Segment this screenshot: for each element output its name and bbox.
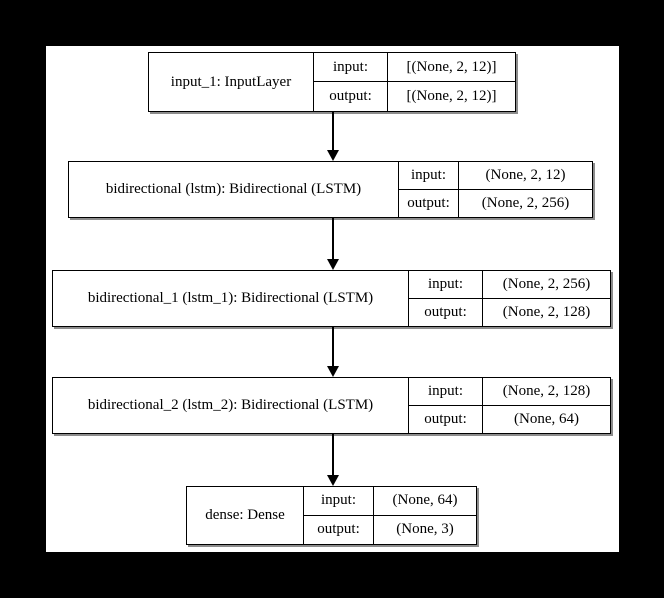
node-bidirectional-2-input-shape: (None, 2, 128) xyxy=(502,382,591,399)
node-bidirectional-1-input-row: input: (None, 2, 256) xyxy=(409,271,610,299)
node-input-1[interactable]: input_1: InputLayer input: [(None, 2, 12… xyxy=(148,52,516,112)
node-dense-input-key: input: xyxy=(304,487,374,515)
node-bidirectional-2[interactable]: bidirectional_2 (lstm_2): Bidirectional … xyxy=(52,377,611,434)
edge-arrowhead xyxy=(327,366,339,377)
node-dense-label: dense: Dense xyxy=(187,487,304,544)
node-input-1-output-shape: [(None, 2, 12)] xyxy=(406,88,497,104)
node-bidirectional-1-input-shape: (None, 2, 256) xyxy=(502,275,591,292)
node-bidirectional-2-label: bidirectional_2 (lstm_2): Bidirectional … xyxy=(53,378,409,433)
node-bidirectional-io-table: input: (None, 2, 12) output: (None, 2, 2… xyxy=(399,162,592,217)
node-bidirectional-2-io-table: input: (None, 2, 128) output: (None, 64) xyxy=(409,378,610,433)
node-dense-output-shape: (None, 3) xyxy=(396,521,454,538)
node-bidirectional-1-output-key: output: xyxy=(409,298,483,326)
edge-bidirectional-1-to-bidirectional-2 xyxy=(327,327,339,377)
node-bidirectional[interactable]: bidirectional (lstm): Bidirectional (LST… xyxy=(68,161,593,218)
node-dense-input-row: input: (None, 64) xyxy=(304,487,476,516)
node-input-1-output-row: output: [(None, 2, 12)] xyxy=(314,82,515,111)
edge-bidirectional-to-bidirectional-1 xyxy=(327,218,339,270)
edge-line xyxy=(332,327,334,368)
node-bidirectional-input-row: input: (None, 2, 12) xyxy=(399,162,592,190)
node-input-1-input-row: input: [(None, 2, 12)] xyxy=(314,53,515,82)
node-input-1-label: input_1: InputLayer xyxy=(149,53,314,111)
node-dense[interactable]: dense: Dense input: (None, 64) output: (… xyxy=(186,486,477,545)
node-bidirectional-2-output-shape: (None, 64) xyxy=(514,410,579,427)
edge-line xyxy=(332,218,334,261)
node-bidirectional-1-output-row: output: (None, 2, 128) xyxy=(409,298,610,326)
node-dense-input-shape: (None, 64) xyxy=(392,492,458,509)
edge-line xyxy=(332,434,334,477)
node-bidirectional-1-input-key: input: xyxy=(409,271,483,298)
node-input-1-output-key: output: xyxy=(314,82,388,111)
node-bidirectional-input-shape: (None, 2, 12) xyxy=(485,166,566,183)
node-bidirectional-1[interactable]: bidirectional_1 (lstm_1): Bidirectional … xyxy=(52,270,611,327)
edge-arrowhead xyxy=(327,259,339,270)
edge-input-1-to-bidirectional xyxy=(327,112,339,161)
node-bidirectional-2-output-row: output: (None, 64) xyxy=(409,405,610,433)
edge-arrowhead xyxy=(327,150,339,161)
node-bidirectional-1-output-shape: (None, 2, 128) xyxy=(502,303,591,320)
node-bidirectional-input-key: input: xyxy=(399,162,459,189)
node-input-1-input-shape: [(None, 2, 12)] xyxy=(406,58,497,75)
node-input-1-io-table: input: [(None, 2, 12)] output: [(None, 2… xyxy=(314,53,515,111)
edge-arrowhead xyxy=(327,475,339,486)
edge-line xyxy=(332,112,334,152)
node-bidirectional-2-output-key: output: xyxy=(409,405,483,433)
node-bidirectional-output-shape: (None, 2, 256) xyxy=(481,194,570,211)
node-dense-output-key: output: xyxy=(304,515,374,544)
node-input-1-input-key: input: xyxy=(314,53,388,81)
edge-bidirectional-2-to-dense xyxy=(327,434,339,486)
node-bidirectional-output-row: output: (None, 2, 256) xyxy=(399,189,592,217)
node-bidirectional-label: bidirectional (lstm): Bidirectional (LST… xyxy=(69,162,399,217)
node-dense-io-table: input: (None, 64) output: (None, 3) xyxy=(304,487,476,544)
node-bidirectional-2-input-row: input: (None, 2, 128) xyxy=(409,378,610,406)
node-bidirectional-1-label: bidirectional_1 (lstm_1): Bidirectional … xyxy=(53,271,409,326)
node-bidirectional-output-key: output: xyxy=(399,189,459,217)
node-bidirectional-2-input-key: input: xyxy=(409,378,483,405)
node-bidirectional-1-io-table: input: (None, 2, 256) output: (None, 2, … xyxy=(409,271,610,326)
diagram-canvas: input_1: InputLayer input: [(None, 2, 12… xyxy=(46,46,619,552)
node-dense-output-row: output: (None, 3) xyxy=(304,515,476,544)
